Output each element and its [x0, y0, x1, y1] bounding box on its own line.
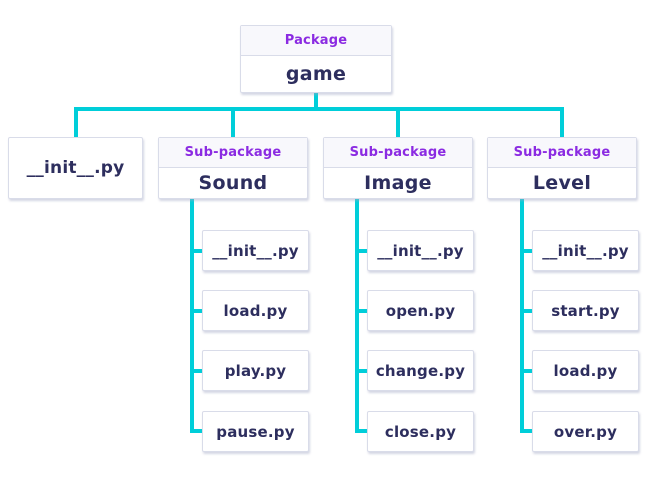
file-label: __init__.py: [377, 241, 464, 260]
file-label: __init__.py: [212, 241, 299, 260]
file-label: open.py: [385, 301, 456, 320]
connector-stub-sound-2: [190, 309, 204, 313]
file-box-sound-init: __init__.py: [202, 230, 309, 271]
file-label: load.py: [223, 301, 288, 320]
connector-stub-level-3: [520, 369, 534, 373]
subpackage-box-image: Sub-package Image: [323, 137, 473, 199]
subpackage-name-label: Image: [364, 172, 432, 194]
package-tag-label: Package: [284, 33, 348, 48]
subpackage-tag-label: Sub-package: [513, 145, 611, 160]
file-box-sound-pause: pause.py: [202, 411, 309, 452]
file-label: __init__.py: [542, 241, 629, 260]
connector-stub-sound-4: [190, 429, 204, 433]
file-label: start.py: [551, 301, 620, 320]
subpackage-box-level: Sub-package Level: [487, 137, 637, 199]
file-box-level-over: over.py: [532, 411, 639, 452]
file-label: __init__.py: [26, 158, 125, 178]
file-label: change.py: [375, 361, 466, 380]
connector-root-stem: [314, 93, 318, 109]
file-label: close.py: [384, 422, 457, 441]
package-name-label: game: [285, 63, 347, 85]
file-box-level-start: start.py: [532, 290, 639, 331]
connector-drop-level: [560, 107, 564, 137]
subpackage-tag: Sub-package: [324, 138, 472, 168]
connector-trunk-level: [520, 199, 524, 433]
file-box-image-close: close.py: [367, 411, 474, 452]
subpackage-tag: Sub-package: [159, 138, 307, 168]
connector-stub-image-3: [355, 369, 369, 373]
connector-drop-init: [74, 107, 78, 137]
subpackage-name: Sound: [159, 168, 307, 198]
file-box-image-change: change.py: [367, 350, 474, 391]
package-name: game: [241, 56, 391, 92]
connector-stub-sound-1: [190, 249, 204, 253]
file-box-sound-load: load.py: [202, 290, 309, 331]
package-box-game: Package game: [240, 25, 392, 93]
file-label: over.py: [553, 422, 618, 441]
file-box-image-open: open.py: [367, 290, 474, 331]
connector-drop-image: [396, 107, 400, 137]
connector-trunk-sound: [190, 199, 194, 433]
file-label: pause.py: [216, 422, 295, 441]
connector-stub-image-4: [355, 429, 369, 433]
subpackage-box-sound: Sub-package Sound: [158, 137, 308, 199]
connector-trunk-image: [355, 199, 359, 433]
connector-horizontal-bus: [74, 107, 564, 111]
file-box-sound-play: play.py: [202, 350, 309, 391]
subpackage-tag-label: Sub-package: [184, 145, 282, 160]
subpackage-tag: Sub-package: [488, 138, 636, 168]
connector-stub-sound-3: [190, 369, 204, 373]
connector-stub-image-2: [355, 309, 369, 313]
file-box-level-init: __init__.py: [532, 230, 639, 271]
file-box-image-init: __init__.py: [367, 230, 474, 271]
connector-stub-level-2: [520, 309, 534, 313]
subpackage-tag-label: Sub-package: [349, 145, 447, 160]
connector-stub-level-4: [520, 429, 534, 433]
subpackage-name: Level: [488, 168, 636, 198]
file-box-level-load: load.py: [532, 350, 639, 391]
package-tag: Package: [241, 26, 391, 56]
file-label: play.py: [224, 361, 287, 380]
subpackage-name-label: Level: [532, 172, 592, 194]
connector-stub-level-1: [520, 249, 534, 253]
file-box-root-init: __init__.py: [8, 137, 143, 199]
file-label: load.py: [553, 361, 618, 380]
connector-drop-sound: [231, 107, 235, 137]
subpackage-name: Image: [324, 168, 472, 198]
connector-stub-image-1: [355, 249, 369, 253]
subpackage-name-label: Sound: [198, 172, 268, 194]
